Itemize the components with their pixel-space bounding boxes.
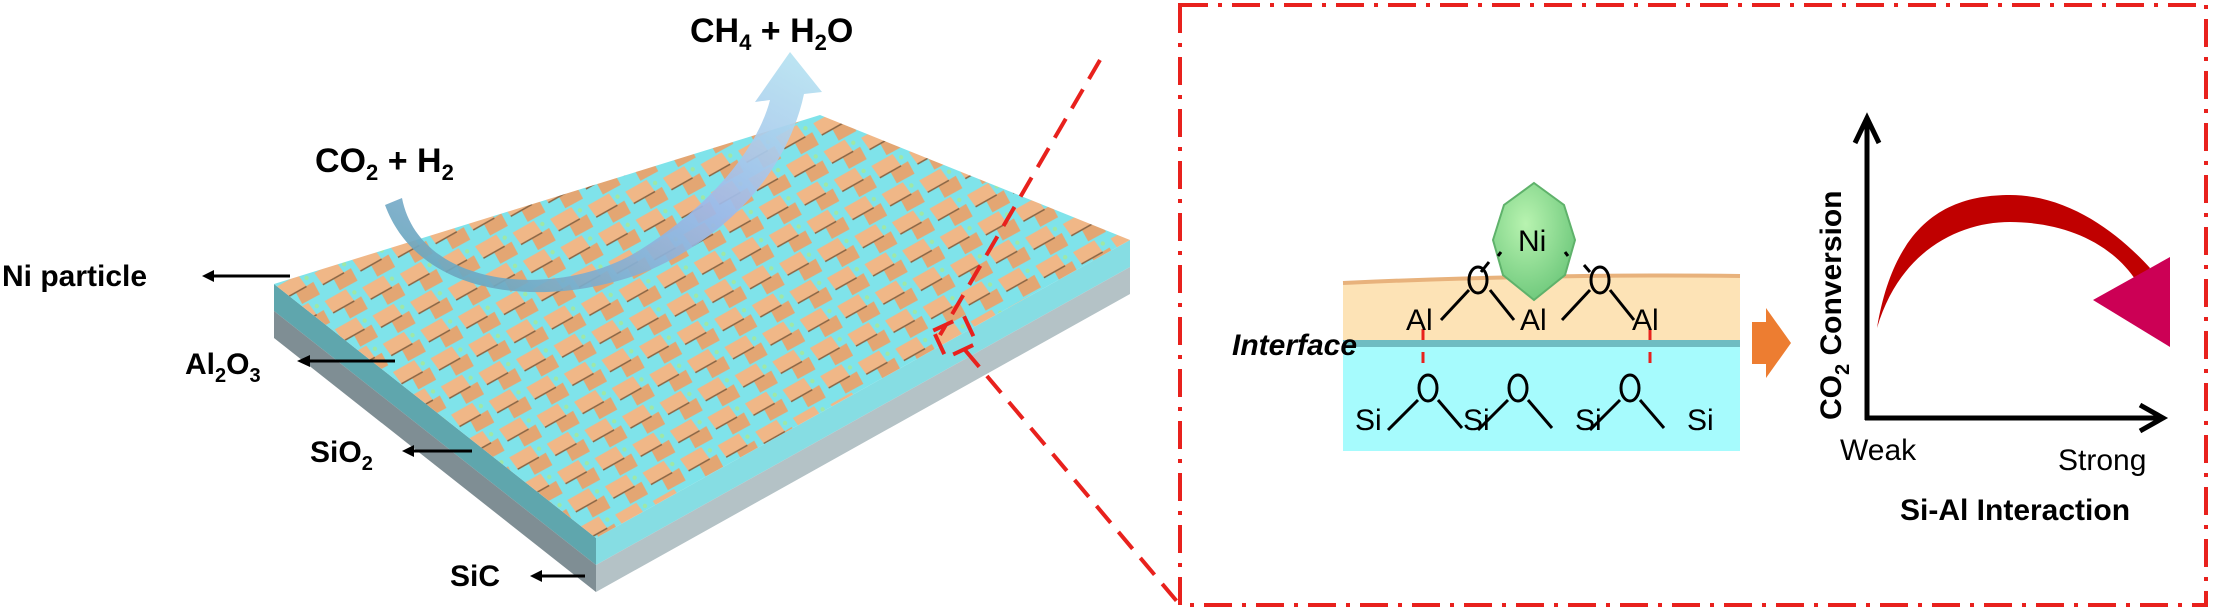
bond-lines <box>1386 251 1666 432</box>
orange-right-arrow-icon <box>1752 308 1791 378</box>
reactants-label: CO2 + H2 <box>315 142 454 185</box>
x-axis-low-label: Weak <box>1840 434 1917 467</box>
conversion-trend-curve <box>1877 195 2150 328</box>
ni-particle-arrowhead-icon <box>202 270 214 282</box>
al-atom-label: Al <box>1632 304 1659 337</box>
catalyst-slab <box>274 115 1130 592</box>
oxygen-atoms <box>1417 265 1641 403</box>
x-axis-title: Si-Al Interaction <box>1900 494 2130 527</box>
slab-right-side-sio2 <box>596 240 1130 565</box>
al-atom-label: Al <box>1520 304 1547 337</box>
sio2-label: SiO2 <box>310 436 373 475</box>
y-axis-arrowhead-icon <box>1852 112 1882 145</box>
trend-graph: CO2 Conversion Weak Strong Si-Al Interac… <box>1815 112 2170 527</box>
zoom-source-marker <box>930 313 980 361</box>
si-atom-label: Si <box>1687 404 1714 437</box>
sic-label: SiC <box>450 560 500 593</box>
reaction-flow-arrow <box>385 52 822 293</box>
sio2-arrowhead-icon <box>402 445 414 457</box>
si-atom-label: Si <box>1463 404 1490 437</box>
si-atom-label: Si <box>1575 404 1602 437</box>
x-axis-high-label: Strong <box>2058 444 2146 477</box>
zoom-callout <box>930 58 1182 607</box>
si-atom-label: Si <box>1355 404 1382 437</box>
y-axis-label: CO2 Conversion <box>1815 191 1854 421</box>
ni-label: Ni <box>1518 225 1546 258</box>
al2o3-label: Al2O3 <box>185 348 261 387</box>
callout-line-bottom <box>963 348 1182 607</box>
products-label: CH4 + H2O <box>690 12 853 55</box>
silica-layer <box>1343 346 1740 451</box>
ni-particle <box>1491 181 1577 302</box>
interface-label: Interface <box>1232 329 1357 362</box>
x-axis-arrowhead-icon <box>2138 402 2169 434</box>
alumina-nanosheet-surface <box>274 115 1130 538</box>
interface-bonds <box>1421 329 1652 363</box>
ni-particle-label: Ni particle <box>2 260 147 293</box>
al2o3-arrowhead-icon <box>297 355 310 367</box>
al-atom-label: Al <box>1406 304 1433 337</box>
zoom-detail-frame <box>1178 3 2208 607</box>
interface-schematic: Interface Ni Al Al Al <box>1232 181 1741 451</box>
callout-line-top <box>938 58 1102 337</box>
slab-right-side-sic <box>596 267 1130 592</box>
interface-boundary <box>1343 340 1740 347</box>
slab-left-side-sio2 <box>274 284 596 565</box>
sic-arrowhead-icon <box>530 570 542 582</box>
layer-labels: Ni particle Al2O3 SiO2 SiC <box>2 260 585 593</box>
trend-arrowhead-icon <box>2093 257 2170 347</box>
